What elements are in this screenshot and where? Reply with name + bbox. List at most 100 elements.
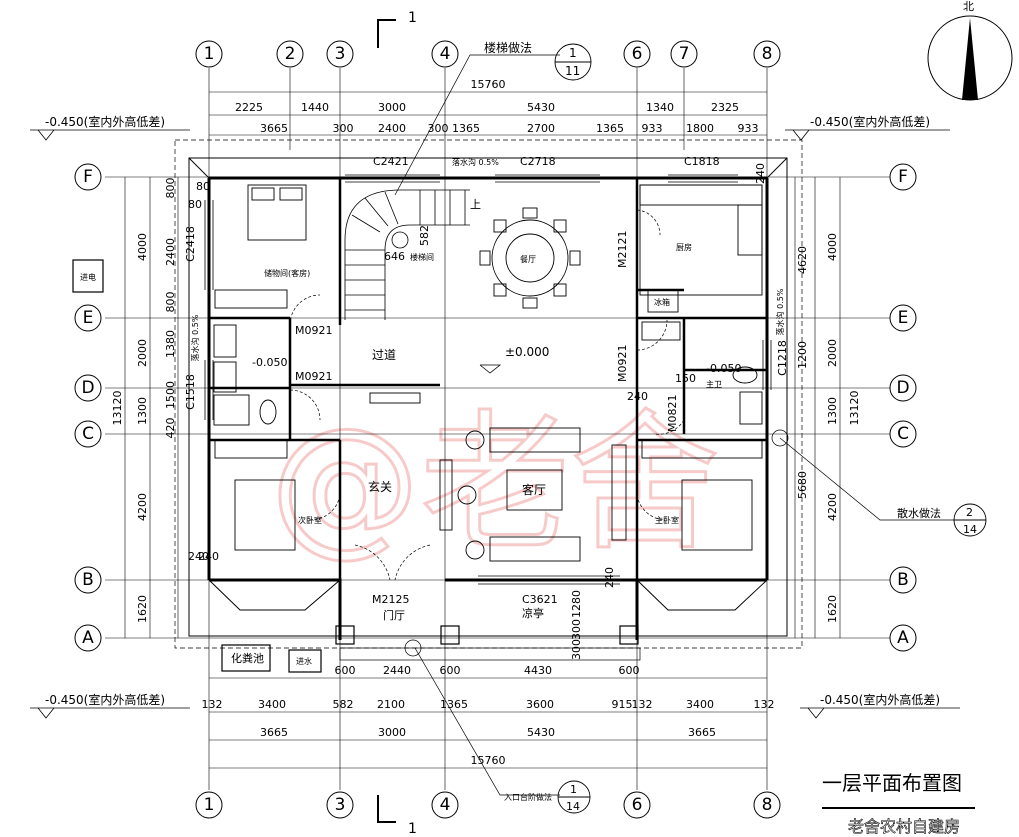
level-main: ±0.000 — [505, 345, 549, 359]
room-label: 进水 — [296, 656, 312, 666]
misc-dim: 300 — [570, 619, 583, 640]
misc-dim: 240 — [627, 390, 648, 403]
dim-right-outer: 1620 — [826, 595, 839, 623]
axis-label-left: D — [81, 378, 94, 398]
axis-label-right: F — [898, 167, 908, 187]
dim-bottom-r3: 3665 — [688, 726, 716, 739]
north-label: 北 — [963, 0, 974, 13]
beds — [214, 184, 763, 551]
dim-bottom-r2: 132 — [632, 698, 653, 711]
dim-right-inner: 4620 — [796, 246, 809, 274]
leader-lines — [394, 54, 975, 809]
room-label: 化粪池 — [231, 651, 264, 665]
dim-bottom-r2: 582 — [333, 698, 354, 711]
axis-label-bottom: 4 — [440, 795, 451, 815]
dim-left-outer: 4000 — [136, 233, 149, 261]
dim-left-inner: 1380 — [164, 330, 177, 358]
axis-label-right: E — [898, 308, 909, 328]
slope-note: 落水沟 0.5% — [452, 157, 499, 167]
room-label: 客厅 — [522, 482, 546, 497]
window-label: C1218 — [776, 340, 789, 376]
dim-right-total: 13120 — [848, 391, 861, 426]
sofa-set — [369, 392, 627, 562]
dim-bottom-r2: 3400 — [686, 698, 714, 711]
dim-top-r2: 2400 — [378, 122, 406, 135]
axis-bubbles — [74, 40, 917, 819]
porch-columns — [72, 259, 641, 673]
window-label: C2421 — [373, 155, 409, 168]
axis-label-bottom: 8 — [762, 795, 773, 815]
dim-left-inner: 800 — [164, 292, 177, 313]
level-note: -0.450(室内外高低差) — [45, 692, 165, 707]
level-note: -0.450(室内外高低差) — [45, 114, 165, 129]
misc-dim: 646 — [384, 250, 405, 263]
dim-bottom-r1: 600 — [619, 664, 640, 677]
slope-note: 落水沟 0.5% — [775, 288, 785, 335]
dim-bottom-r1: 600 — [335, 664, 356, 677]
axis-label-top: 2 — [285, 44, 296, 64]
room-label: 凉亭 — [522, 606, 544, 620]
dim-top-r1: 5430 — [527, 101, 555, 114]
stair-note-den: 11 — [565, 64, 580, 78]
axis-label-left: B — [82, 570, 94, 590]
dim-top-r2: 3665 — [260, 122, 288, 135]
misc-dim: 300 — [570, 639, 583, 660]
staircase — [344, 189, 470, 320]
dim-top-r2: 300 — [428, 122, 449, 135]
dimension-lines — [124, 91, 841, 769]
footer-brand: 老舍农村自建房 — [848, 817, 960, 836]
room-label: 冰箱 — [654, 297, 670, 307]
door-label: M0921 — [295, 324, 333, 337]
axis-label-bottom: 1 — [204, 795, 215, 815]
axis-label-bottom: 3 — [335, 795, 346, 815]
dim-left-small: 80 — [188, 198, 202, 211]
room-label: 主卧室 — [655, 515, 679, 525]
room-label: 过道 — [372, 348, 396, 362]
stair-up-mark: 上 — [470, 198, 481, 211]
door-swings — [289, 209, 685, 581]
level-note: -0.450(室内外高低差) — [810, 114, 930, 129]
dim-bottom-r3: 3665 — [260, 726, 288, 739]
door-label: M2121 — [616, 231, 629, 269]
dining-table — [479, 207, 581, 309]
dim-top-r2: 1365 — [452, 122, 480, 135]
room-label: 进电 — [80, 272, 96, 282]
level-wet: -0.050 — [252, 356, 287, 369]
stair-note-num: 1 — [569, 46, 577, 60]
room-label: 玄关 — [368, 479, 392, 494]
window-openings — [204, 174, 772, 585]
axis-label-top: 8 — [762, 44, 773, 64]
dim-right-outer: 1300 — [826, 397, 839, 425]
axis-label-left: F — [83, 167, 93, 187]
misc-dim: 1280 — [570, 590, 583, 618]
window-label: C3621 — [522, 593, 558, 606]
dim-bottom-r2: 1365 — [440, 698, 468, 711]
dim-bottom-r2: 132 — [202, 698, 223, 711]
section-label: 1 — [408, 10, 417, 26]
level-markers — [30, 129, 960, 719]
dim-right-outer: 2000 — [826, 339, 839, 367]
axis-label-left: E — [83, 308, 94, 328]
dim-right-outer: 4000 — [826, 233, 839, 261]
dim-total-top: 15760 — [471, 78, 506, 91]
drawing-title: 一层平面布置图 — [822, 771, 962, 795]
entry-note-den: 14 — [566, 800, 580, 813]
interior-walls — [209, 178, 767, 580]
dim-left-outer: 2000 — [136, 339, 149, 367]
axis-label-right: D — [896, 378, 909, 398]
axis-label-top: 6 — [632, 44, 643, 64]
dim-top-r2: 933 — [642, 122, 663, 135]
dim-top-r1: 2325 — [711, 101, 739, 114]
door-label: M0821 — [666, 395, 679, 433]
axis-label-right: B — [897, 570, 909, 590]
entry-note-num: 1 — [570, 783, 577, 796]
axis-label-top: 3 — [335, 44, 346, 64]
stair-note-label: 楼梯做法 — [484, 40, 532, 55]
window-label: C2718 — [520, 155, 556, 168]
room-label: 楼梯间 — [410, 252, 434, 262]
dim-top-r1: 1340 — [646, 101, 674, 114]
watermark: @老舍 — [270, 397, 720, 571]
slope-note: 落水沟 0.5% — [190, 314, 200, 361]
window-label: C1818 — [684, 155, 720, 168]
